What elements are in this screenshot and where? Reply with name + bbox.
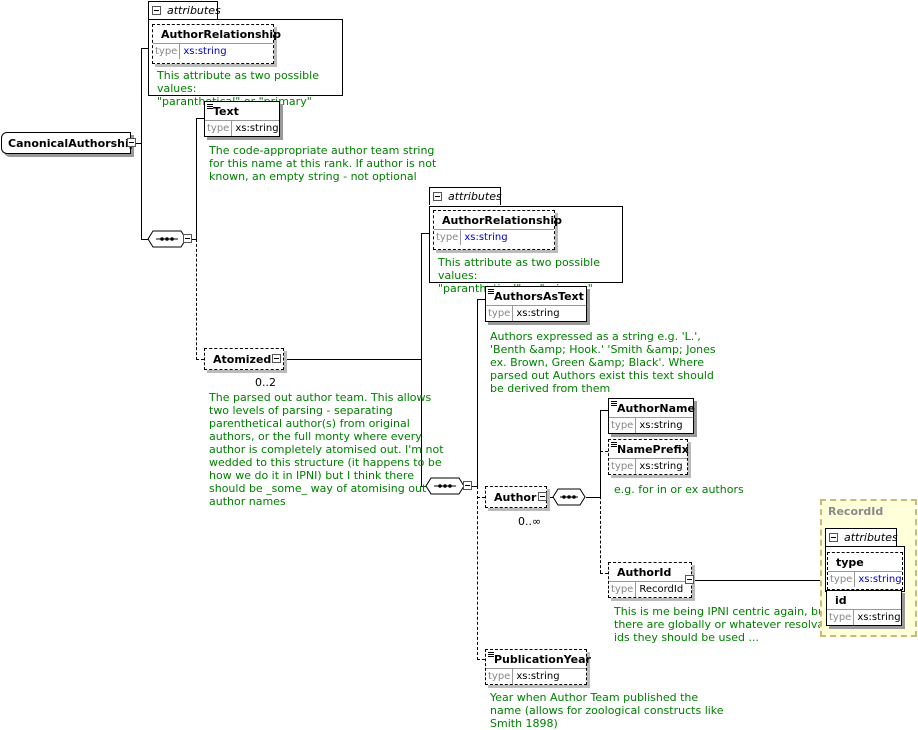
type-value: xs:string [516, 671, 560, 682]
type-value: xs:string [858, 574, 902, 585]
type-label: type [827, 610, 855, 625]
type-value: RecordId [639, 584, 684, 595]
element-name: AuthorName [617, 402, 695, 415]
type-value: xs:string [183, 46, 227, 57]
type-value: xs:string [516, 308, 560, 319]
type-label: type [434, 230, 462, 245]
type-label: type [486, 306, 514, 321]
element-name: Atomized [213, 353, 272, 366]
type-label: type [486, 669, 514, 684]
attributes-tab-top: attributes [148, 1, 221, 19]
type-label: type [609, 459, 637, 474]
type-label: type [153, 44, 181, 59]
collapse-toggle-author[interactable] [538, 492, 547, 501]
collapse-toggle-seq2[interactable] [463, 481, 472, 490]
collapse-toggle-attrs-top[interactable] [152, 6, 161, 15]
sequence-compositor-1[interactable] [147, 230, 187, 248]
attributes-tab-mid: attributes [429, 187, 502, 205]
type-value: xs:string [464, 232, 508, 243]
collapse-toggle-attrs-record[interactable] [829, 533, 838, 542]
sequence-compositor-2[interactable] [425, 477, 465, 495]
collapse-toggle-seq1[interactable] [183, 234, 192, 243]
attribute-name: type [836, 556, 864, 569]
element-author[interactable]: Author [485, 486, 547, 508]
collapse-toggle-atomized[interactable] [272, 354, 281, 363]
attributes-tab-label: attributes [844, 531, 898, 544]
element-atomized[interactable]: Atomized [204, 348, 284, 370]
authors-as-text-documentation: Authors expressed as a string e.g. 'L.',… [490, 330, 716, 395]
type-value: xs:string [857, 612, 901, 623]
attribute-name: AuthorRelationship [442, 214, 562, 227]
type-label: type [205, 121, 233, 136]
type-label: type [609, 582, 637, 597]
attributes-tab-record-id: attributes [825, 528, 898, 546]
collapse-toggle-root[interactable] [127, 138, 136, 147]
sequence-compositor-3[interactable] [552, 488, 592, 506]
element-name: id [835, 594, 847, 607]
type-value: xs:string [235, 123, 279, 134]
element-name: AuthorId [617, 566, 672, 579]
attributes-tab-label: attributes [448, 190, 502, 203]
element-name: PublicationYear [494, 653, 591, 666]
element-name: AuthorsAsText [494, 290, 584, 303]
root-element-name: CanonicalAuthorship [8, 137, 137, 150]
author-cardinality: 0..∞ [518, 515, 542, 528]
collapse-toggle-attrs-mid[interactable] [433, 192, 442, 201]
type-label: type [828, 572, 856, 587]
name-prefix-documentation: e.g. for in or ex authors [614, 483, 744, 496]
attribute-name: AuthorRelationship [161, 28, 281, 41]
atomized-cardinality: 0..2 [255, 376, 276, 389]
element-name: NamePrefix [617, 443, 689, 456]
author-id-documentation: This is me being IPNI centric again, but… [614, 605, 841, 644]
attributes-tab-label: attributes [167, 4, 221, 17]
type-label: type [609, 418, 637, 433]
complex-type-title: RecordId [828, 505, 884, 518]
collapse-toggle-author-id[interactable] [685, 575, 694, 584]
type-value: xs:string [639, 461, 683, 472]
element-name: Author [494, 491, 537, 504]
type-value: xs:string [639, 420, 683, 431]
root-element-canonical-authorship[interactable]: CanonicalAuthorship [1, 132, 137, 154]
element-name: Text [213, 105, 239, 118]
